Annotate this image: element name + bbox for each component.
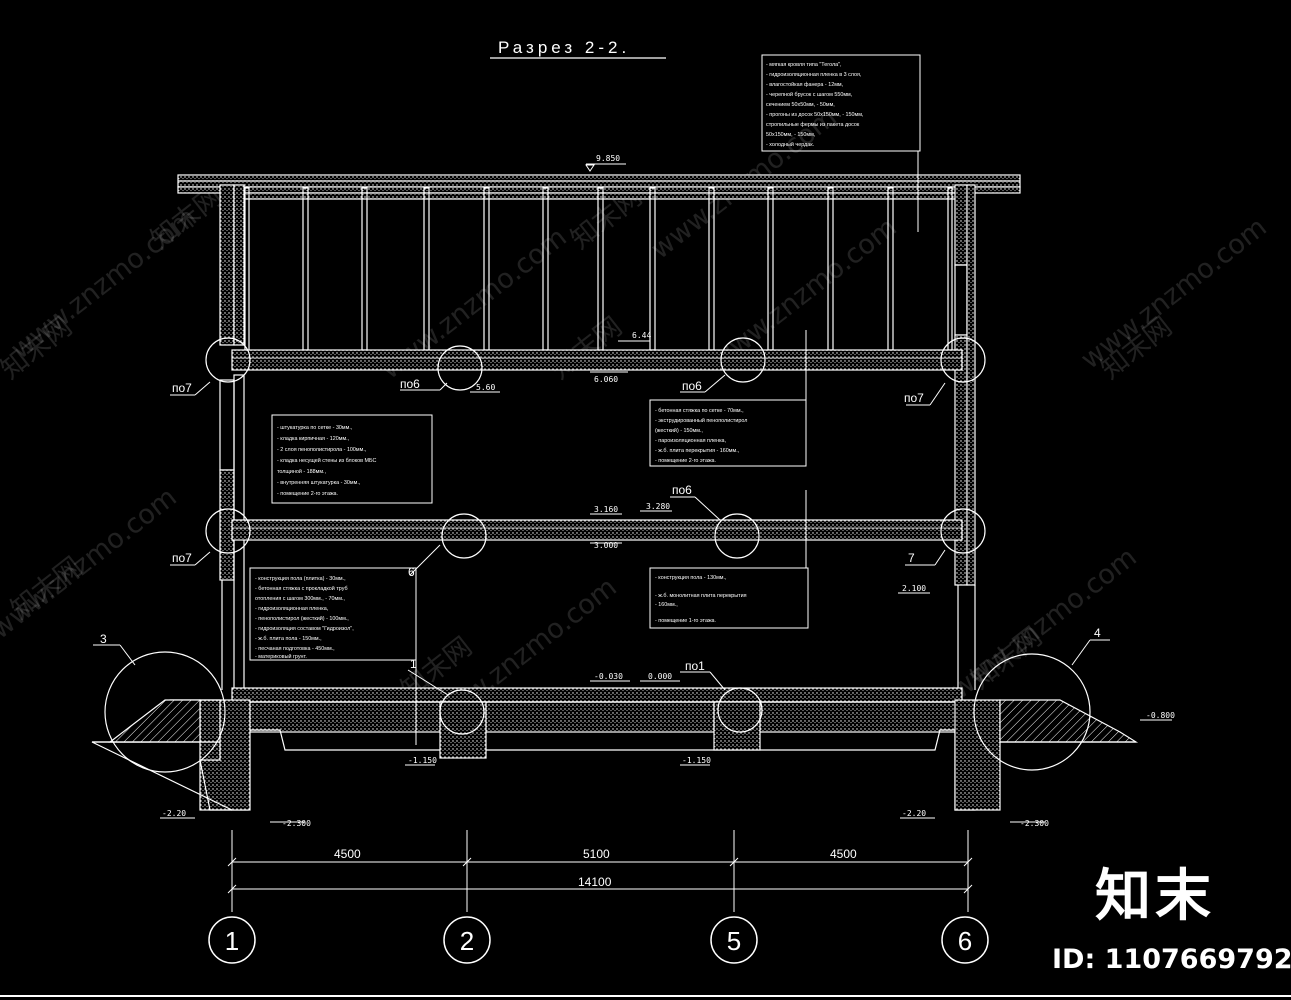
roof-note-line: - гидроизоляционная пленка в 3 слоя, [766, 72, 862, 78]
level-mid-top: 3.160 [594, 505, 618, 514]
roof-note-line: 50х150мм, - 150мм, [766, 132, 816, 138]
wall-note-line: - кладка несущей стены из блоков МБС [277, 457, 376, 464]
wall-note-line: - помещение 2-го этажа. [277, 491, 338, 497]
floor1-note-line: - бетонная стяжка с прокладкой труб [255, 585, 348, 592]
floor1-note-line: - гидроизоляция составом "Гидроизол", [255, 626, 354, 632]
ceiling-note-line: - помещение 1-го этажа. [655, 618, 716, 624]
roof-note-line: - мягкая кровля типа "Тегола", [766, 62, 842, 68]
axis-label-2: 2 [460, 926, 474, 956]
roof-note-line: - влагостойкая фанера - 12мм, [766, 81, 844, 88]
dimension-span-2: 5100 [583, 847, 610, 861]
level-attic-floor: 6.060 [594, 375, 618, 384]
callout-leaders [93, 374, 1110, 696]
floor1-note-line: - пенополистирол (жесткий) - 100мм., [255, 615, 349, 622]
level-roof: 9.850 [596, 154, 620, 163]
note-floor1: - конструкция пола (плитка) - 30мм., - б… [249, 567, 417, 745]
level-ground-top: -0.030 [594, 672, 623, 681]
floor1-note-line: отопления с шагом 300мм., - 70мм., [255, 596, 345, 602]
roof [177, 174, 1021, 200]
floor1-note-line: - гидроизоляционная пленка, [255, 606, 329, 612]
slabs [231, 349, 963, 703]
level-footing-left-inner: -2.300 [282, 819, 311, 828]
axis-label-6: 6 [958, 926, 972, 956]
callout-detail-3: 3 [100, 632, 107, 646]
floor2-note-line: (жесткий) - 150мм., [655, 427, 703, 434]
level-ground-zero: 0.000 [648, 672, 672, 681]
watermark: www.znzmo.com [1075, 212, 1272, 376]
ceiling-note-line: - конструкция пола - 130мм., [655, 575, 727, 581]
axis-label-1: 1 [225, 926, 239, 956]
callout-no7-mid-left: по7 [172, 551, 192, 565]
roof-note-line: стропильные фермы из пакета досок [766, 122, 860, 128]
level-mid-bottom: 3.000 [594, 541, 618, 550]
note-roof: - мягкая кровля типа "Тегола", - гидроиз… [761, 54, 921, 232]
note-wall: - штукатурка по сетке - 30мм., - кладка … [271, 414, 433, 504]
callout-detail-4: 4 [1094, 626, 1101, 640]
floor2-note-line: - ж.б. плита перекрытия - 160мм., [655, 448, 740, 454]
level-pit-right: -1.150 [682, 756, 711, 765]
roof-note-line: - черепной брусок с шагом 550мм, [766, 91, 853, 98]
foundation [91, 699, 1139, 811]
note-ceiling: - конструкция пола - 130мм., - ж.б. моно… [649, 490, 809, 629]
floor2-note-line: - экструдированный пенополистирол [655, 417, 747, 424]
floor1-note-line: - песчаная подготовка - 450мм., [255, 646, 335, 652]
level-marks [160, 340, 1172, 823]
level-ground-outside-right: -0.800 [1146, 711, 1175, 720]
level-footing-right-outer: -2.20 [902, 809, 926, 818]
brand-id: ID: 1107669792 [1052, 944, 1291, 975]
floor1-note-line: - материковый грунт. [255, 653, 307, 660]
wall-note-line: толщиной - 188мм., [277, 468, 327, 475]
roof-note-line: сечением 50х50мм, - 50мм, [766, 102, 835, 108]
callout-no7-top-left: по7 [172, 381, 192, 395]
callout-detail-1: 1 [410, 657, 417, 671]
detail-circles [104, 337, 1091, 773]
dimension-lines [227, 830, 973, 912]
callout-no6-mid: по6 [672, 483, 692, 497]
callout-detail-7: 7 [908, 551, 915, 565]
ceiling-note-line: - 160мм., [655, 602, 678, 608]
brand-logo: 知末 [1095, 864, 1215, 929]
dimension-total: 14100 [578, 875, 612, 889]
floor1-note-line: - конструкция пола (плитка) - 30мм., [255, 576, 346, 582]
wall-note-line: - внутренняя штукатурка - 30мм., [277, 480, 361, 486]
floor2-note-line: - помещение 2-го этажа. [655, 458, 716, 464]
floor1-note-line: - ж.б. плита пола - 150мм., [255, 636, 322, 642]
level-footing-left-outer: -2.20 [162, 809, 186, 818]
level-roof-mark [585, 164, 595, 172]
axis-label-5: 5 [727, 926, 741, 956]
section-title: Разрез 2-2. [498, 38, 630, 57]
callout-no6-top: по6 [400, 377, 420, 391]
level-right-window: 2.100 [902, 584, 926, 593]
ceiling-note-line: - ж.б. монолитная плита перекрытия [655, 593, 747, 599]
dimension-span-3: 4500 [830, 847, 857, 861]
level-attic-top: 6.44 [632, 331, 651, 340]
axis-bubbles [208, 916, 989, 964]
wall-note-line: - кладка кирпичная - 120мм., [277, 436, 350, 442]
level-footing-right-inner: -2.300 [1020, 819, 1049, 828]
roof-note-line: - холодный чердак. [766, 141, 814, 148]
level-mid-alt: 3.280 [646, 502, 670, 511]
callout-no6-right: по6 [682, 379, 702, 393]
level-attic-floor-left: 5.60 [476, 383, 495, 392]
wall-note-line: - 2 слоя пенополистирола - 100мм., [277, 447, 367, 453]
note-floor2: - бетонная стяжка по сетке - 70мм., - эк… [649, 330, 807, 467]
callout-no1-bottom: по1 [685, 659, 705, 673]
floor2-note-line: - пароизоляционная пленка, [655, 438, 727, 444]
floor2-note-line: - бетонная стяжка по сетке - 70мм., [655, 408, 744, 414]
roof-note-line: - прогоны из досок 50х150мм, - 150мм, [766, 112, 864, 118]
callout-detail-6: 6 [408, 565, 415, 579]
wall-note-line: - штукатурка по сетке - 30мм., [277, 425, 353, 431]
callout-no7-top-right: по7 [904, 391, 924, 405]
level-pit-left: -1.150 [408, 756, 437, 765]
dimension-span-1: 4500 [334, 847, 361, 861]
